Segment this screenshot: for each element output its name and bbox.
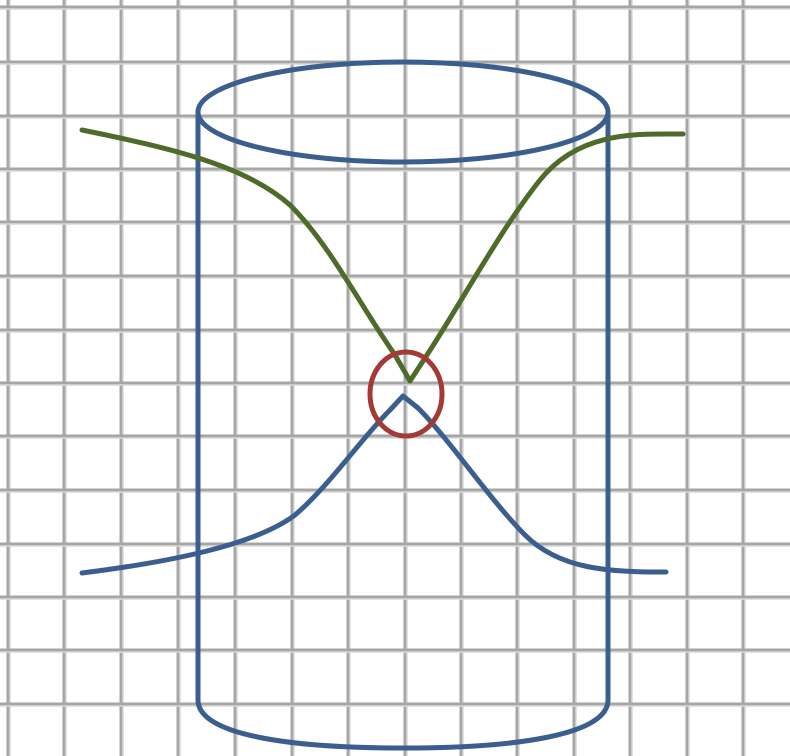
cylinder <box>195 59 611 751</box>
cylinder-bottom-arc <box>195 697 611 751</box>
crossing-circle <box>367 349 445 439</box>
lower-curve <box>79 393 669 576</box>
